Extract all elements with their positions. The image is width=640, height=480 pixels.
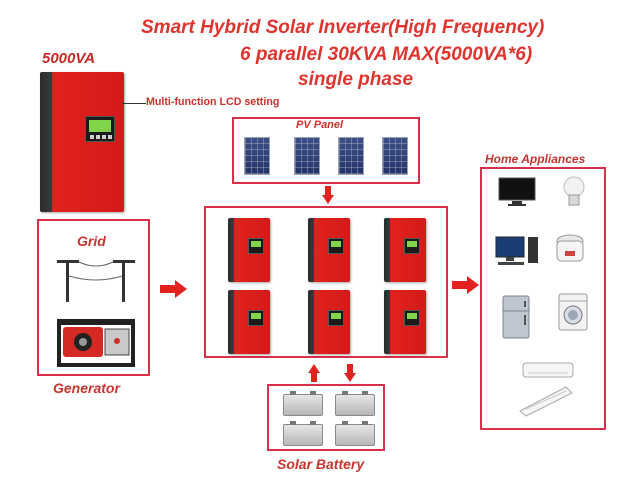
- washing-machine-icon: [558, 293, 588, 331]
- rice-cooker-icon: [556, 234, 584, 262]
- arrow-grid-to-inverters: [160, 280, 188, 298]
- home-appliances-label: Home Appliances: [485, 152, 586, 166]
- pv-panel-label: PV Panel: [296, 119, 344, 131]
- solar-battery-label: Solar Battery: [277, 456, 365, 472]
- pv-panel-frame: PV Panel: [232, 117, 420, 184]
- title-line-2: 6 parallel 30KVA MAX(5000VA*6): [240, 44, 533, 65]
- tv-icon: [498, 177, 536, 206]
- air-conditioner-icon: [519, 386, 573, 417]
- arrow-inverters-to-home: [452, 276, 480, 294]
- parallel-inverter: [228, 290, 270, 354]
- arrow-pv-to-inverters: [322, 186, 334, 206]
- grid-label: Grid: [77, 233, 106, 249]
- solar-panel-icon: [294, 137, 320, 175]
- title-line-3: single phase: [298, 69, 414, 90]
- lcd-screen: [89, 120, 111, 132]
- desktop-computer-icon: [495, 236, 538, 265]
- lcd-pointer-line: [122, 103, 146, 104]
- lcd-buttons: [90, 135, 112, 139]
- power-pole-icon: [57, 260, 135, 302]
- solar-battery-frame: [267, 384, 385, 451]
- air-conditioner-icon: [522, 362, 574, 378]
- battery-icon: [283, 421, 323, 446]
- lcd-panel: [85, 116, 115, 142]
- capacity-label: 5000VA: [42, 50, 96, 67]
- parallel-inverter: [308, 290, 350, 354]
- refrigerator-icon: [502, 295, 530, 339]
- battery-icon: [335, 391, 375, 416]
- solar-panel-icon: [244, 137, 270, 175]
- main-inverter: [40, 72, 124, 212]
- battery-icon: [283, 391, 323, 416]
- battery-icon: [335, 421, 375, 446]
- parallel-inverter: [384, 218, 426, 282]
- parallel-inverter: [308, 218, 350, 282]
- arrow-inverters-to-battery: [344, 364, 356, 384]
- home-appliances-frame: [480, 167, 606, 430]
- parallel-inverter: [228, 218, 270, 282]
- parallel-inverter: [384, 290, 426, 354]
- title-line-1: Smart Hybrid Solar Inverter(High Frequen…: [141, 17, 545, 38]
- light-bulb-icon: [563, 176, 585, 206]
- generator-label: Generator: [53, 380, 120, 396]
- grid-generator-frame: Grid: [37, 219, 150, 376]
- arrow-battery-to-inverters: [308, 364, 320, 384]
- generator-icon: [57, 319, 135, 367]
- lcd-setting-label: Multi-function LCD setting: [146, 96, 280, 108]
- solar-panel-icon: [338, 137, 364, 175]
- inverter-array-frame: [204, 206, 448, 358]
- solar-panel-icon: [382, 137, 408, 175]
